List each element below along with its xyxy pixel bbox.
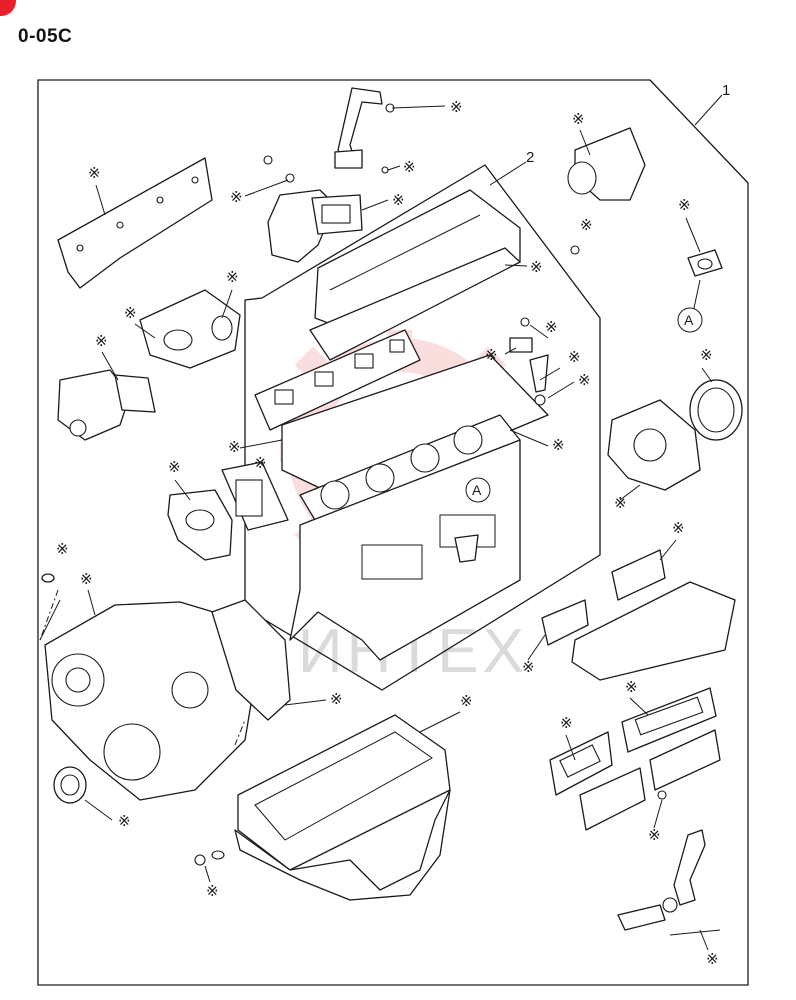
asterisk-marker: ※ xyxy=(578,371,591,389)
valve-cover xyxy=(309,189,521,361)
oil-pipe-top xyxy=(334,87,395,174)
cylinder-head-gasket xyxy=(281,354,549,526)
kit-boundary-outline xyxy=(37,79,749,986)
asterisk-marker: ※ xyxy=(118,812,131,830)
callout-2-leader xyxy=(489,161,527,186)
asterisk-marker: ※ xyxy=(88,164,101,182)
asterisk-marker: ※ xyxy=(678,196,691,214)
asterisk-marker: ※ xyxy=(228,438,241,456)
ref-a-marker-right: A xyxy=(677,307,703,333)
oil-pipe-bottom xyxy=(617,790,706,931)
ref-a-marker-block: A xyxy=(454,477,491,563)
small-flange-gasket xyxy=(687,249,723,309)
asterisk-marker: ※ xyxy=(168,458,181,476)
small-o-ring xyxy=(41,573,55,583)
asterisk-marker: ※ xyxy=(560,714,573,732)
thermostat-housing xyxy=(263,155,363,263)
asterisk-marker: ※ xyxy=(625,678,638,696)
svg-text:A: A xyxy=(472,482,482,498)
timing-gear-case xyxy=(44,601,256,801)
rear-oil-seal xyxy=(689,379,743,441)
rear-plate-gasket xyxy=(607,399,701,491)
leader-line xyxy=(39,589,59,641)
callout-1: 1 xyxy=(722,82,730,99)
asterisk-marker: ※ xyxy=(330,690,343,708)
leader-line xyxy=(669,929,721,936)
svg-text:A: A xyxy=(684,312,694,328)
asterisk-marker: ※ xyxy=(614,494,627,512)
asterisk-marker: ※ xyxy=(672,519,685,537)
oil-pan-gasket xyxy=(237,714,451,871)
asterisk-marker: ※ xyxy=(572,110,585,128)
timing-case-gasket xyxy=(211,599,291,721)
water-inlet-gasket xyxy=(221,461,289,531)
asterisk-marker: ※ xyxy=(706,950,719,968)
asterisk-marker: ※ xyxy=(522,658,535,676)
asterisk-marker: ※ xyxy=(580,216,593,234)
callout-1-leader xyxy=(694,94,723,126)
callout-2: 2 xyxy=(526,149,534,166)
asterisk-marker: ※ xyxy=(552,436,565,454)
leader-line xyxy=(234,719,246,746)
exhaust-manifold-gaskets xyxy=(541,549,736,681)
asterisk-marker: ※ xyxy=(648,826,661,844)
front-oil-seal xyxy=(53,766,87,804)
water-outlet-gasket xyxy=(139,289,241,369)
head-kit-boundary-outline xyxy=(244,164,601,691)
leader-line xyxy=(39,599,61,641)
asterisk-marker: ※ xyxy=(392,191,405,209)
asterisk-marker: ※ xyxy=(226,268,239,286)
asterisk-marker: ※ xyxy=(206,882,219,900)
asterisk-marker: ※ xyxy=(485,346,498,364)
side-cover-gaskets xyxy=(549,687,721,831)
asterisk-marker: ※ xyxy=(460,692,473,710)
asterisk-marker: ※ xyxy=(403,158,416,176)
oil-pan xyxy=(234,789,451,901)
rocker-cover-side-gasket xyxy=(57,157,213,289)
asterisk-markers: ※ ※ ※ ※ ※ ※ ※ ※ ※ ※ ※ ※ ※ ※ ※ ※ ※ ※ ※ ※ … xyxy=(56,98,719,968)
asterisk-marker: ※ xyxy=(95,332,108,350)
water-pump xyxy=(57,369,156,441)
asterisk-marker: ※ xyxy=(450,98,463,116)
asterisk-marker: ※ xyxy=(568,348,581,366)
turbo-inlet-pipe xyxy=(567,127,646,255)
asterisk-leaders xyxy=(84,105,713,951)
diagram-code: 0-05C xyxy=(18,26,73,47)
asterisk-marker: ※ xyxy=(254,454,267,472)
asterisk-marker: ※ xyxy=(545,318,558,336)
asterisk-marker: ※ xyxy=(530,258,543,276)
asterisk-marker: ※ xyxy=(80,570,93,588)
intake-manifold-gasket xyxy=(254,329,421,431)
injector-parts xyxy=(509,317,549,406)
drain-plug-washer xyxy=(194,850,225,866)
asterisk-marker: ※ xyxy=(700,346,713,364)
water-inlet-housing xyxy=(167,489,233,561)
asterisk-marker: ※ xyxy=(124,304,137,322)
asterisk-marker: ※ xyxy=(56,540,69,558)
asterisk-marker: ※ xyxy=(230,188,243,206)
